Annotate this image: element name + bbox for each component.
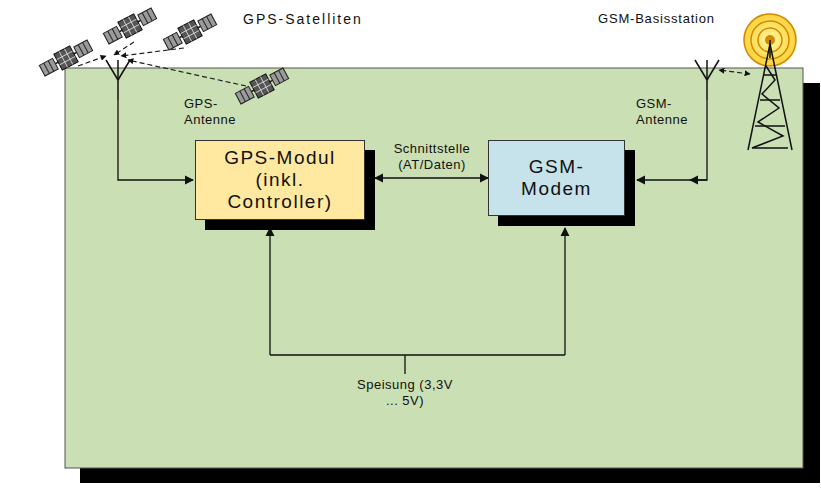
module-box: GSM- Modem [488, 140, 625, 216]
power-wires [270, 228, 565, 374]
gsm-antenna-symbol [695, 60, 719, 100]
module-label: GPS-Modul (inkl. Controller) [216, 147, 344, 213]
annotation-label: GSM-Basisstation [598, 11, 748, 27]
gsm-antenna-wire-head [690, 179, 707, 180]
connector-label: Schnittstelle (AT/Daten) [376, 141, 488, 173]
interface-connector [375, 177, 488, 178]
gps-antenna-symbol [106, 60, 130, 100]
annotation-label: Speisung (3,3V ... 5V) [350, 377, 460, 409]
circuit-board [65, 68, 803, 468]
annotation-label: GSM- Antenne [636, 96, 700, 128]
annotation-label: GPS- Antenne [184, 96, 254, 128]
gsm-signal [719, 70, 750, 74]
module-label: GSM- Modem [515, 156, 598, 200]
satellite-signals [78, 42, 246, 86]
annotation-label: GPS-Satelliten [243, 11, 413, 27]
module-box: GPS-Modul (inkl. Controller) [195, 140, 365, 220]
gsm-tower [744, 14, 796, 150]
gps-antenna-wire [118, 100, 193, 180]
